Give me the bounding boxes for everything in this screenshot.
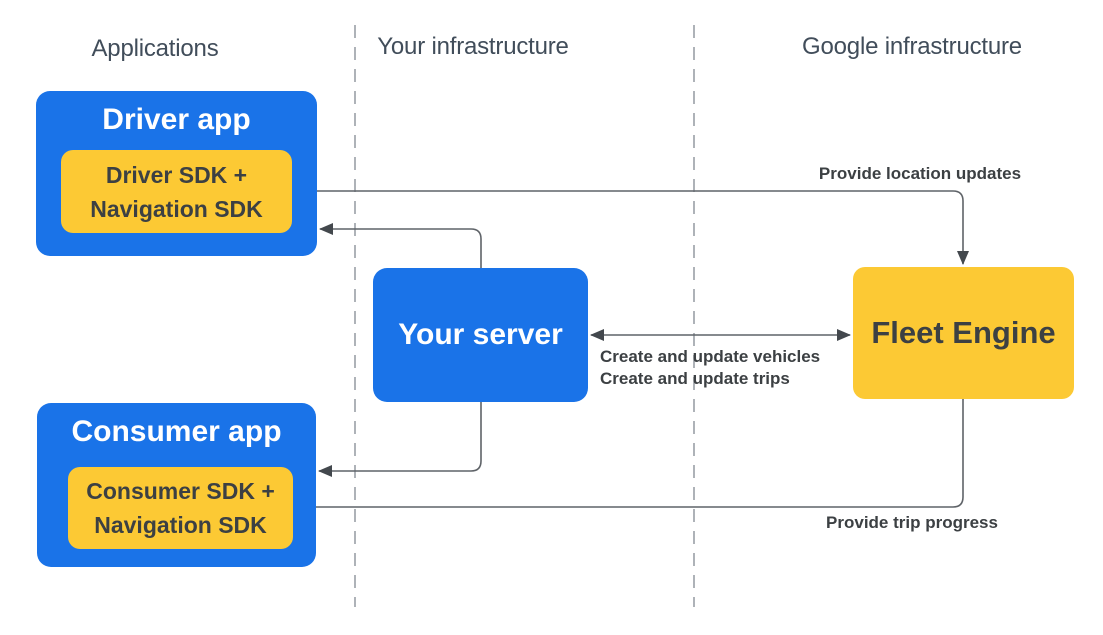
node-fleet-engine: Fleet Engine bbox=[853, 267, 1074, 399]
node-your-server: Your server bbox=[373, 268, 588, 402]
column-heading-google-infrastructure: Google infrastructure bbox=[802, 33, 1022, 60]
node-driver-app: Driver app Driver SDK + Navigation SDK bbox=[36, 91, 317, 256]
driver-sdk-label-line2: Navigation SDK bbox=[90, 195, 263, 222]
edge-label-provide-trip-progress: Provide trip progress bbox=[826, 513, 998, 532]
driver-sdk-label-line1: Driver SDK + bbox=[105, 161, 248, 188]
edge-driver-sdk-to-fleet-engine bbox=[292, 190, 969, 265]
consumer-sdk-label-line1: Consumer SDK + bbox=[86, 478, 275, 504]
driver-app-title: Driver app bbox=[102, 103, 251, 136]
node-consumer-app: Consumer app Consumer SDK + Navigation S… bbox=[37, 403, 316, 567]
column-heading-applications: Applications bbox=[91, 35, 219, 62]
edge-label-create-update-trips: Create and update trips bbox=[600, 369, 790, 388]
edge-your-server-to-driver-app bbox=[319, 223, 482, 268]
fleet-engine-title: Fleet Engine bbox=[871, 315, 1056, 350]
consumer-sdk-label-line2: Navigation SDK bbox=[94, 512, 267, 538]
node-consumer-sdk: Consumer SDK + Navigation SDK bbox=[68, 467, 293, 549]
column-heading-your-infrastructure: Your infrastructure bbox=[377, 33, 569, 60]
edge-your-server-to-consumer-app bbox=[318, 402, 482, 477]
consumer-sdk-label: Consumer SDK + Navigation SDK bbox=[68, 467, 293, 549]
driver-sdk-label: Driver SDK + Navigation SDK bbox=[61, 150, 292, 233]
consumer-app-title: Consumer app bbox=[71, 415, 282, 448]
node-driver-sdk: Driver SDK + Navigation SDK bbox=[61, 150, 292, 233]
edge-fleet-engine-to-consumer-sdk bbox=[295, 399, 964, 513]
your-server-title: Your server bbox=[398, 318, 563, 351]
edge-label-create-update-vehicles: Create and update vehicles bbox=[600, 347, 821, 366]
edge-label-provide-location-updates: Provide location updates bbox=[818, 164, 1022, 183]
